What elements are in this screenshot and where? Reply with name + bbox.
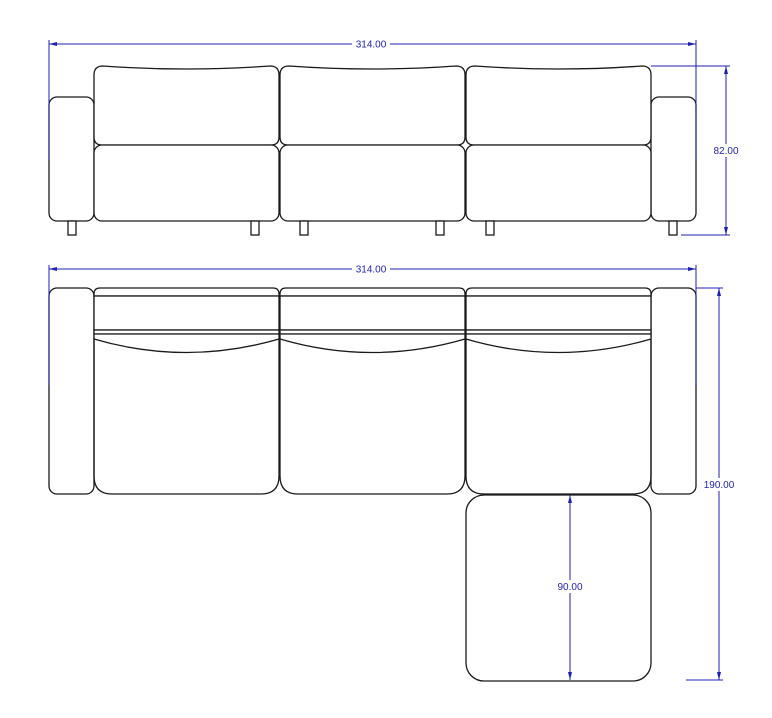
front-back-cushion-2	[279, 65, 466, 146]
total-depth-label: 190.00	[704, 480, 735, 491]
front-leg	[299, 220, 309, 236]
dimension-front-width: 314.00	[48, 38, 697, 160]
top-left-armrest	[48, 287, 95, 495]
front-leg	[250, 220, 260, 236]
front-right-armrest	[650, 96, 697, 222]
front-seat-cushion-2	[279, 144, 466, 222]
top-seat-module-2	[279, 287, 466, 495]
front-width-label: 314.00	[356, 40, 387, 51]
front-leg	[435, 220, 445, 236]
dimension-lines: 314.00 82.00 314.00	[48, 38, 741, 681]
front-back-cushion-3	[465, 65, 652, 146]
chaise-depth-label: 90.00	[557, 582, 582, 593]
front-leg	[67, 220, 77, 236]
front-elevation	[48, 65, 697, 236]
front-seat-cushion-1	[93, 144, 280, 222]
front-back-cushion-1	[93, 65, 280, 146]
front-leg	[668, 220, 678, 236]
top-seat-module-1	[93, 287, 280, 495]
front-left-armrest	[48, 96, 95, 222]
top-view	[48, 287, 697, 682]
dimension-chaise-depth: 90.00	[556, 495, 584, 680]
front-leg	[485, 220, 495, 236]
dimension-front-height: 82.00	[651, 65, 741, 236]
dimension-total-depth: 190.00	[686, 287, 738, 681]
top-width-label: 314.00	[356, 265, 387, 276]
front-seat-cushion-3	[465, 144, 652, 222]
top-right-armrest	[650, 287, 697, 495]
top-seat-module-3	[465, 287, 652, 495]
front-height-label: 82.00	[713, 146, 738, 157]
dimension-top-width: 314.00	[48, 263, 697, 385]
